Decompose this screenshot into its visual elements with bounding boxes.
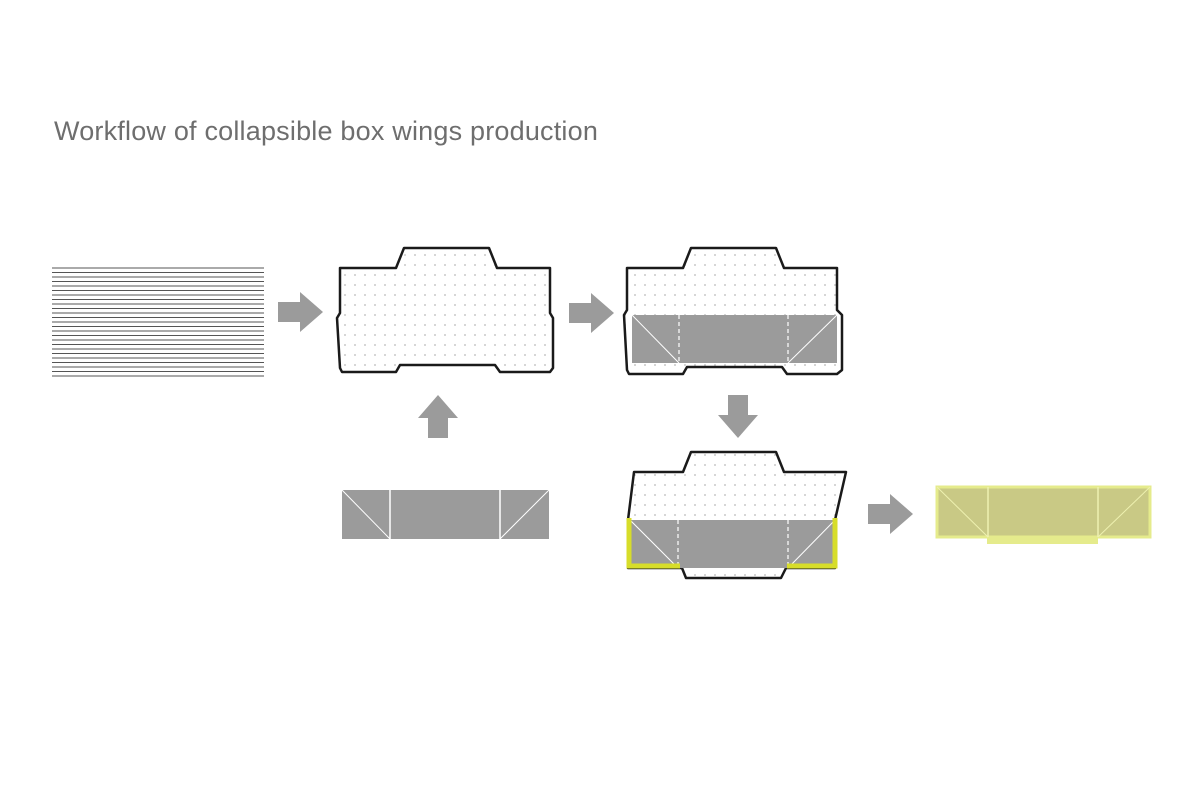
wing-insert: [341, 489, 550, 540]
finished-wing: [935, 485, 1152, 544]
arrow-right-2: [569, 293, 614, 333]
arrow-right-1: [278, 292, 323, 332]
arrow-up: [418, 395, 458, 438]
diagram-title: Workflow of collapsible box wings produc…: [54, 116, 599, 146]
arrow-right-3: [868, 494, 913, 534]
arrow-down: [718, 395, 758, 438]
lined-sheet: [52, 267, 264, 377]
folded-blank: [626, 450, 848, 580]
dotted-blank: [335, 246, 555, 374]
blank-with-insert: [622, 246, 844, 376]
